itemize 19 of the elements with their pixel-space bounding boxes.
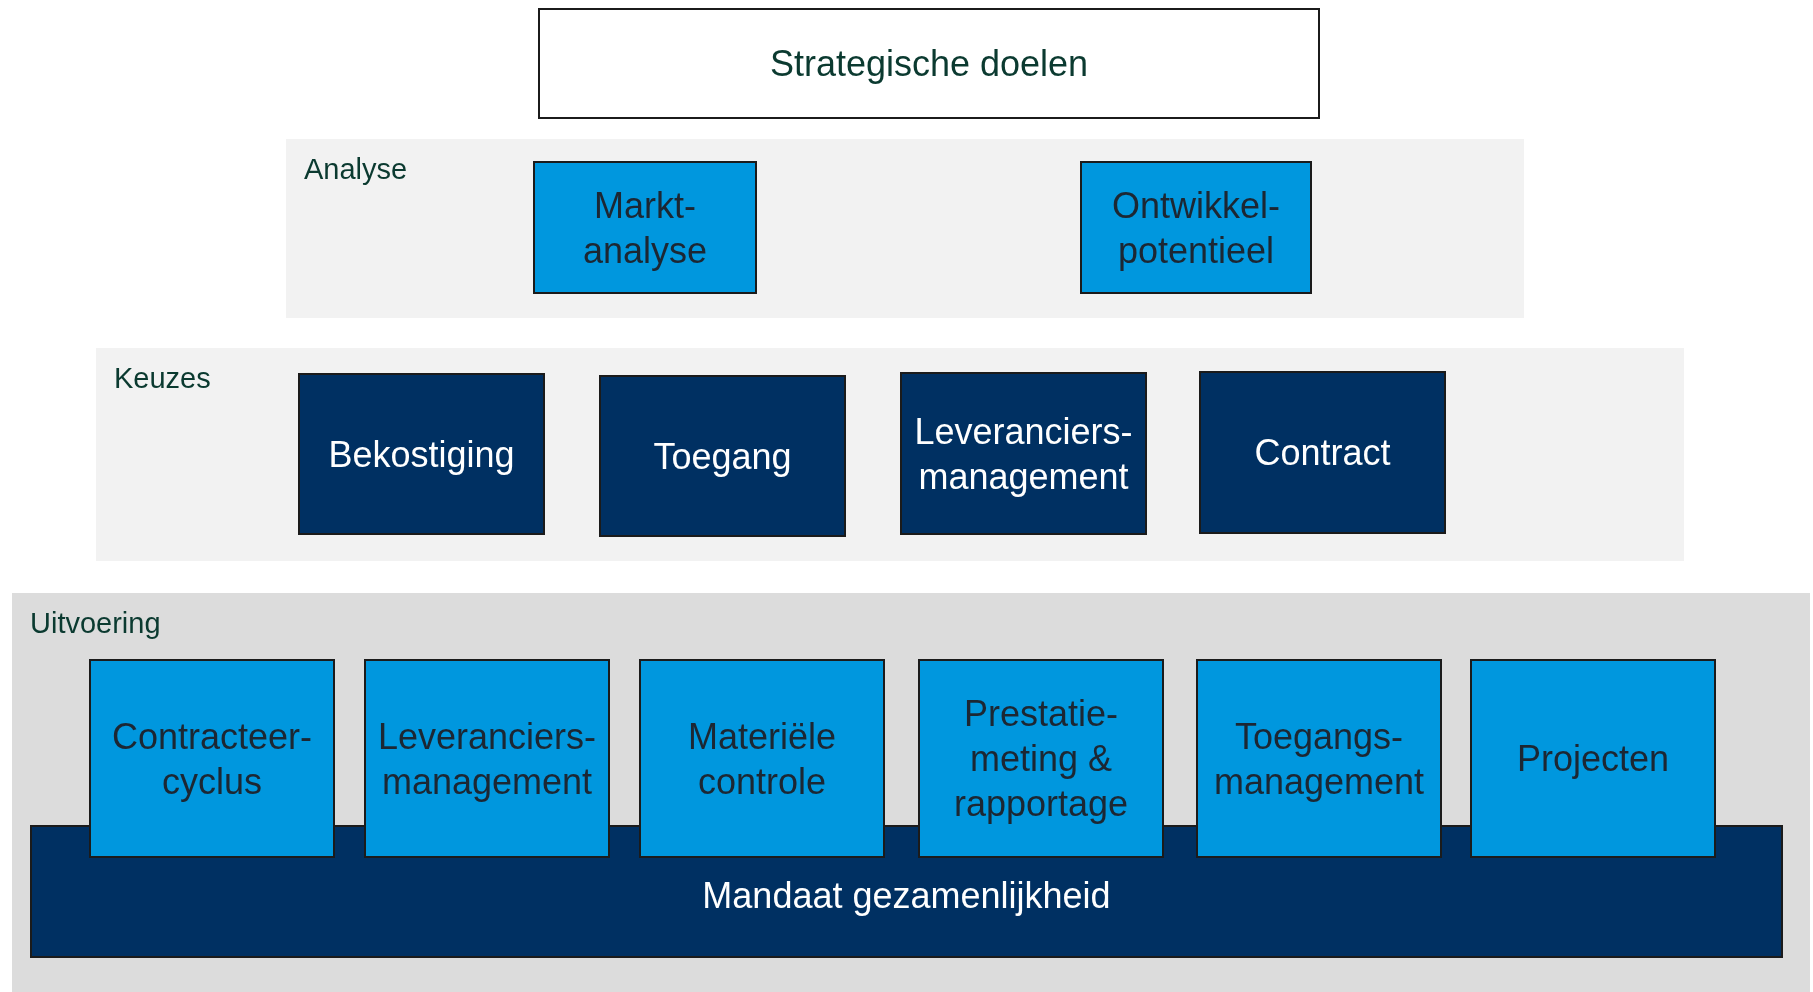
process-box: Leveranciers-management [364, 659, 610, 858]
choice-box: Toegang [599, 375, 846, 537]
process-box: Prestatie-meting & rapportage [918, 659, 1164, 858]
process-box: Markt-analyse [533, 161, 757, 294]
section-band [12, 593, 1810, 992]
section-title: Analyse [304, 153, 408, 186]
choice-box: Contract [1199, 371, 1446, 534]
section-title: Keuzes [114, 362, 211, 395]
heading-box: Strategische doelen [538, 8, 1320, 119]
process-box: Ontwikkel-potentieel [1080, 161, 1312, 294]
process-box: Materiële controle [639, 659, 885, 858]
choice-box: Leveranciers-management [900, 372, 1147, 535]
process-box: Projecten [1470, 659, 1716, 858]
process-box: Toegangs-management [1196, 659, 1442, 858]
section-band [96, 348, 1684, 561]
section-title: Uitvoering [30, 607, 161, 640]
section-band [286, 139, 1524, 318]
choice-box: Bekostiging [298, 373, 545, 535]
process-box: Contracteer-cyclus [89, 659, 335, 858]
